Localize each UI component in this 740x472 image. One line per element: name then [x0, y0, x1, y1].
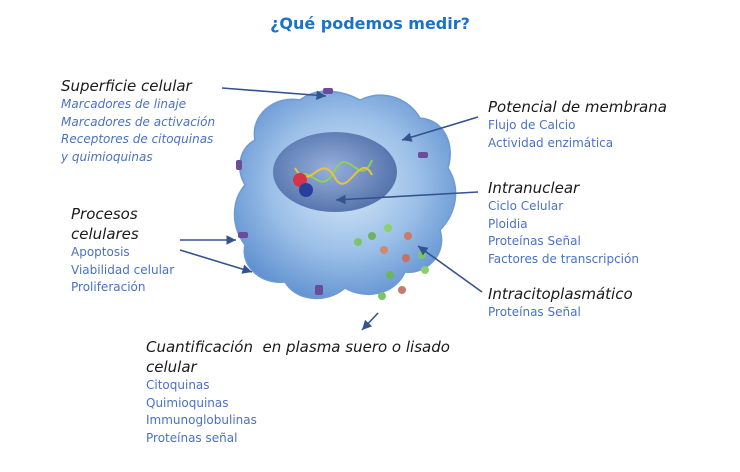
group-potencial-membrana: Potencial de membrana Flujo de Calcio Ac…: [488, 97, 667, 152]
heading-cuantificacion-2: celular: [146, 358, 197, 376]
group-superficie-celular: Superficie celular Marcadores de linaje …: [61, 76, 215, 166]
list-item: Proteínas señal: [146, 430, 238, 445]
heading-intracito: Intracitoplasmático: [488, 285, 633, 303]
list-item: Apoptosis: [71, 245, 130, 259]
page-title: ¿Qué podemos medir?: [270, 14, 470, 33]
list-item: Factores de transcripción: [488, 251, 639, 266]
list-item: Ciclo Celular: [488, 199, 564, 213]
list-item: y quimioquinas: [61, 149, 153, 164]
heading-procesos-2: celulares: [71, 225, 139, 243]
heading-procesos-1: Procesos: [71, 205, 138, 223]
heading-cuantificacion-1: Cuantificación en plasma suero o lisado: [146, 338, 450, 356]
list-item: Proliferación: [71, 280, 146, 294]
group-procesos-celulares: Procesos celulares Apoptosis Viabilidad …: [71, 204, 174, 297]
group-intracitoplasmatico: Intracitoplasmático Proteínas Señal: [488, 284, 633, 322]
list-item: Marcadores de activación: [61, 114, 216, 129]
group-cuantificacion: Cuantificación en plasma suero o lisado …: [146, 337, 450, 447]
pointer-arrows: [179, 87, 483, 331]
dna-helix-icon: [294, 159, 373, 185]
list-item: Actividad enzimática: [488, 135, 614, 150]
list-item: Immunoglobulinas: [146, 413, 257, 427]
list-item: Marcadores de linaje: [61, 97, 187, 111]
list-item: Quimioquinas: [146, 395, 229, 410]
group-intranuclear: Intranuclear Ciclo Celular Ploidia Prote…: [488, 178, 639, 268]
heading-superficie: Superficie celular: [61, 77, 192, 95]
list-item: Proteínas Señal: [488, 234, 581, 248]
heading-intranuclear: Intranuclear: [488, 179, 580, 197]
list-item: Viabilidad celular: [71, 262, 175, 277]
list-item: Ploidia: [488, 216, 528, 231]
list-item: Flujo de Calcio: [488, 118, 576, 132]
list-item: Receptores de citoquinas: [61, 132, 214, 146]
list-item: Citoquinas: [146, 378, 210, 392]
heading-potencial: Potencial de membrana: [488, 98, 667, 116]
list-item: Proteínas Señal: [488, 305, 581, 319]
molecule-blue-icon: [299, 183, 313, 197]
